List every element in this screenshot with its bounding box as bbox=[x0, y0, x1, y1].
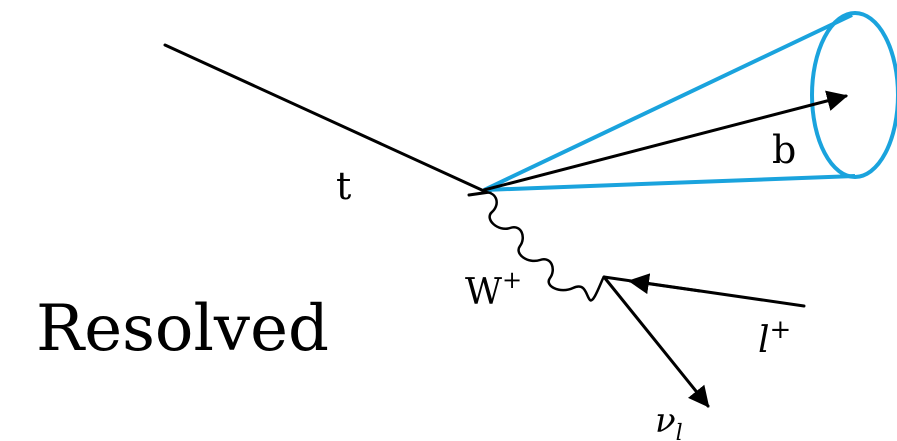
top-quark-label: t bbox=[336, 164, 351, 208]
w-boson-label: W+ bbox=[465, 266, 522, 313]
w-boson-line bbox=[483, 190, 606, 302]
b-quark-label: b bbox=[772, 128, 796, 172]
jet-cone bbox=[483, 11, 897, 192]
top-quark-line bbox=[163, 43, 486, 193]
neutrino-arrow bbox=[602, 275, 710, 408]
lepton-arrow bbox=[627, 273, 702, 295]
resolved-label: Resolved bbox=[36, 292, 329, 366]
neutrino-label: νl bbox=[655, 401, 683, 441]
lepton-label: l+ bbox=[758, 315, 791, 361]
b-quark-arrow bbox=[482, 90, 849, 192]
